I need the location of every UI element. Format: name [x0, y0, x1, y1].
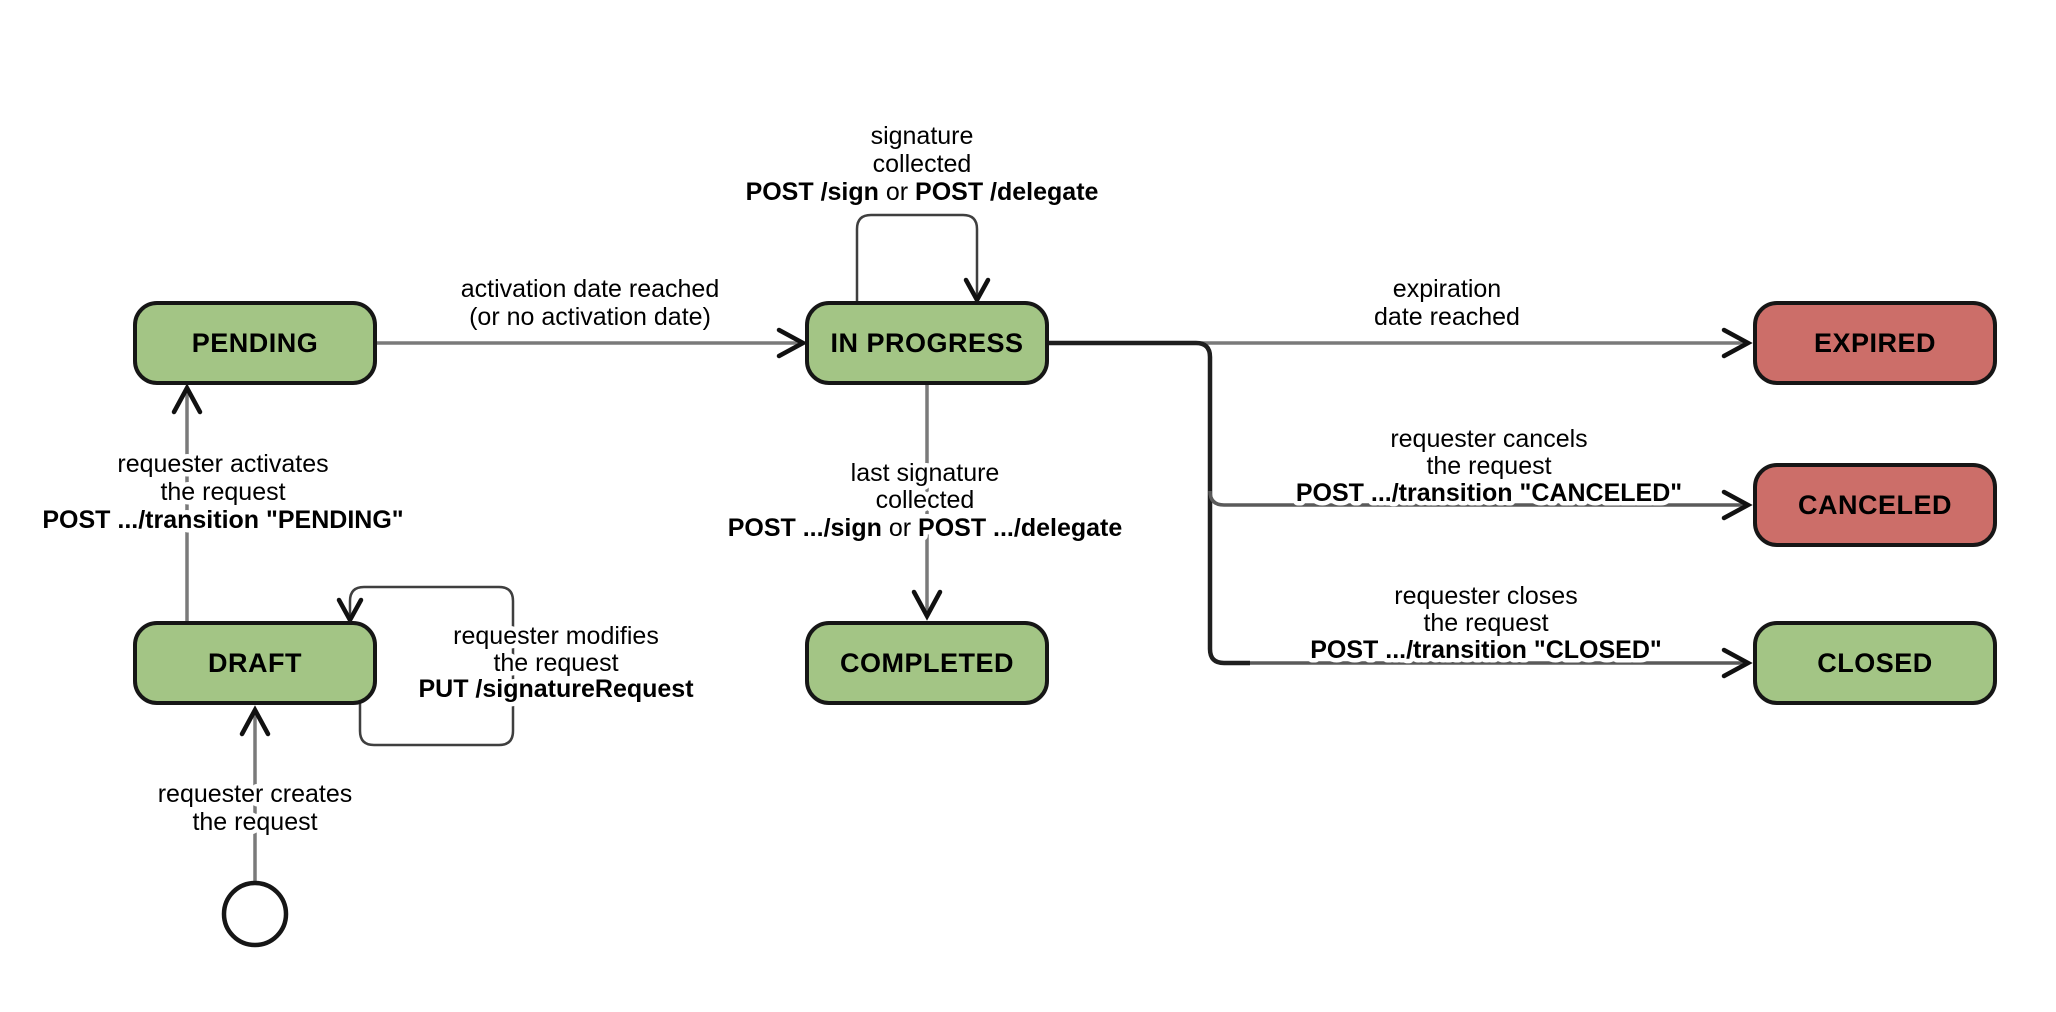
transition-label-segment: collected — [873, 150, 972, 178]
transition-label-requester-modifies-line1: requester modifies — [453, 622, 659, 650]
transition-label-activation-line2: (or no activation date) — [469, 303, 711, 331]
transition-label-segment: (or no activation date) — [469, 303, 711, 331]
transition-label-segment: POST /delegate — [915, 178, 1098, 206]
transition-label-requester-modifies-line3: PUT /signatureRequest — [418, 675, 694, 703]
transition-label-segment: the request — [192, 808, 317, 836]
transition-label-last-signature-line2: collected — [876, 486, 975, 514]
transition-label-requester-cancels-line2: the request — [1426, 452, 1551, 480]
state-draft-label: DRAFT — [208, 648, 302, 678]
transition-label-segment: POST .../sign — [728, 514, 882, 542]
transition-label-segment: POST /sign — [746, 178, 879, 206]
state-expired-label: EXPIRED — [1814, 328, 1936, 358]
transition-label-segment: date reached — [1374, 303, 1520, 331]
transition-label-segment: or — [882, 514, 918, 542]
arrowhead-into-canceled — [1721, 489, 1753, 521]
transition-label-segment: or — [879, 178, 915, 206]
state-canceled-label: CANCELED — [1798, 490, 1952, 520]
arrowhead-into-draft-top — [336, 597, 364, 625]
transition-label-segment: the request — [493, 649, 618, 677]
transition-label-activation-line1: activation date reached — [461, 275, 720, 303]
arrowhead-into-closed — [1721, 647, 1753, 679]
transition-label-segment: expiration — [1393, 275, 1501, 303]
state-pending-label: PENDING — [192, 328, 319, 358]
transition-label-segment: last signature — [851, 459, 1000, 487]
edge-branch-to-canceled — [1208, 490, 1744, 507]
transition-label-requester-modifies-line2: the request — [493, 649, 618, 677]
transition-label-segment: the request — [1423, 609, 1548, 637]
transition-label-requester-cancels-line1: requester cancels — [1390, 425, 1587, 453]
transition-label-signature-collected-line3: POST /sign or POST /delegate — [746, 178, 1099, 206]
transition-label-requester-activates-line2: the request — [160, 478, 285, 506]
state-completed-box — [805, 621, 1049, 705]
arrowhead-into-pending-bottom — [171, 383, 203, 415]
state-in-progress-box — [805, 301, 1049, 385]
transition-label-segment: POST .../transition "CANCELED" — [1296, 479, 1682, 507]
transition-label-segment: requester modifies — [453, 622, 659, 650]
transition-label-signature-collected-line2: collected — [873, 150, 972, 178]
transition-label-expiration-line2: date reached — [1374, 303, 1520, 331]
transition-label-segment: requester cancels — [1390, 425, 1587, 453]
state-draft-box — [133, 621, 377, 705]
state-pending-box — [133, 301, 377, 385]
transition-label-last-signature-line3: POST .../sign or POST .../delegate — [728, 514, 1123, 542]
edge-inprogress-branch-trunk — [1047, 340, 1250, 666]
arrowhead-into-completed — [911, 589, 943, 621]
transition-label-expiration-line1: expiration — [1393, 275, 1501, 303]
transition-label-last-signature-line1: last signature — [851, 459, 1000, 487]
transition-label-segment: POST .../delegate — [918, 514, 1122, 542]
transition-label-signature-collected-line1: signature — [871, 122, 974, 150]
transition-label-segment: PUT /signatureRequest — [418, 675, 694, 703]
transition-label-requester-creates-line1: requester creates — [158, 780, 353, 808]
transition-label-segment: signature — [871, 122, 974, 150]
arrowhead-into-inprogress-top — [963, 277, 991, 305]
transition-label-segment: activation date reached — [461, 275, 720, 303]
transition-label-segment: requester closes — [1394, 582, 1577, 610]
transition-label-requester-cancels-line3: POST .../transition "CANCELED" — [1296, 479, 1682, 507]
arrowhead-into-expired — [1721, 327, 1753, 359]
transition-label-segment: requester activates — [117, 450, 328, 478]
state-canceled-box — [1753, 463, 1997, 547]
edge-inprogress-self-loop — [855, 213, 979, 303]
state-completed-label: COMPLETED — [840, 648, 1014, 678]
transition-label-requester-closes-line2: the request — [1423, 609, 1548, 637]
transition-label-segment: collected — [876, 486, 975, 514]
state-expired-box — [1753, 301, 1997, 385]
arrowhead-into-draft-bottom — [239, 705, 271, 737]
transition-label-requester-closes-line1: requester closes — [1394, 582, 1577, 610]
transition-label-segment: the request — [1426, 452, 1551, 480]
transition-label-requester-creates-line2: the request — [192, 808, 317, 836]
transition-label-segment: POST .../transition "CLOSED" — [1310, 636, 1662, 664]
state-closed-box — [1753, 621, 1997, 705]
initial-state-circle — [221, 880, 289, 948]
transition-label-segment: POST .../transition "PENDING" — [42, 506, 403, 534]
transition-label-requester-activates-line3: POST .../transition "PENDING" — [42, 506, 403, 534]
transition-label-requester-activates-line1: requester activates — [117, 450, 328, 478]
arrowhead-into-inprogress-left — [776, 327, 808, 359]
transition-label-requester-closes-line3: POST .../transition "CLOSED" — [1310, 636, 1662, 664]
state-in-progress-label: IN PROGRESS — [830, 328, 1023, 358]
transition-label-segment: requester creates — [158, 780, 353, 808]
edge-draft-self-loop — [348, 585, 515, 747]
transition-label-segment: the request — [160, 478, 285, 506]
state-closed-label: CLOSED — [1817, 648, 1933, 678]
